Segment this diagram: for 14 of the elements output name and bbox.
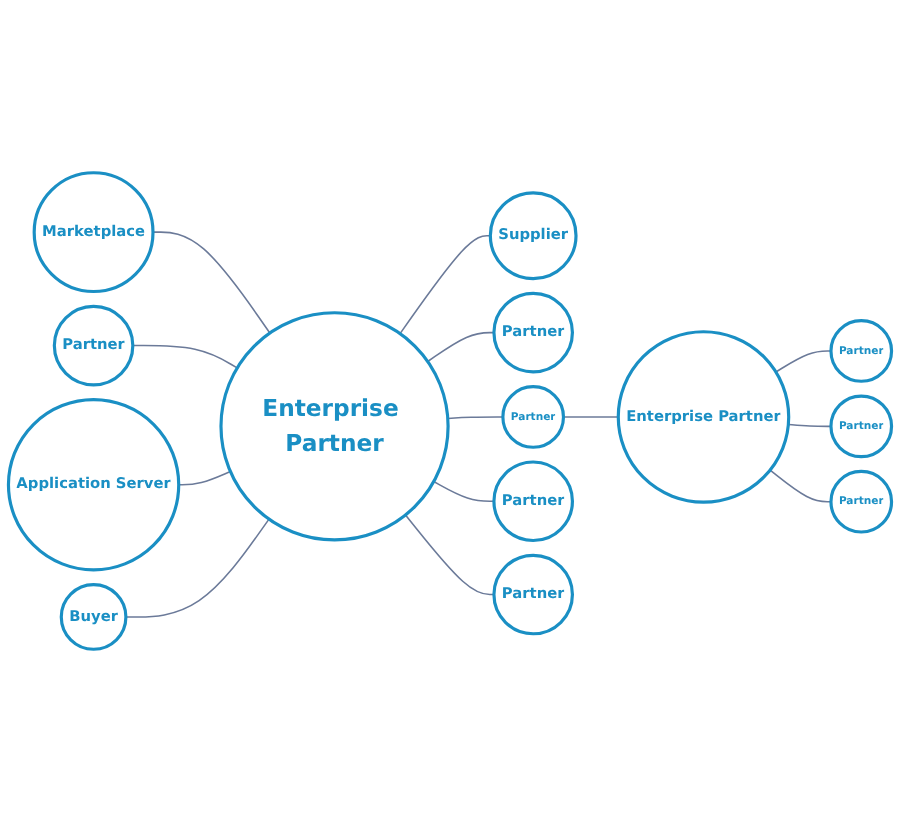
connector	[125, 518, 270, 618]
connector	[447, 416, 504, 420]
connector	[787, 423, 832, 428]
connector	[399, 234, 492, 335]
connector	[426, 331, 495, 363]
connector	[404, 514, 495, 596]
connector	[177, 470, 232, 486]
connector	[152, 231, 271, 334]
connector	[775, 350, 832, 373]
connector	[562, 416, 620, 418]
connector	[432, 480, 495, 503]
connector	[769, 469, 832, 503]
node-circle: Enterprise Partner	[219, 311, 450, 542]
connector	[132, 344, 238, 369]
